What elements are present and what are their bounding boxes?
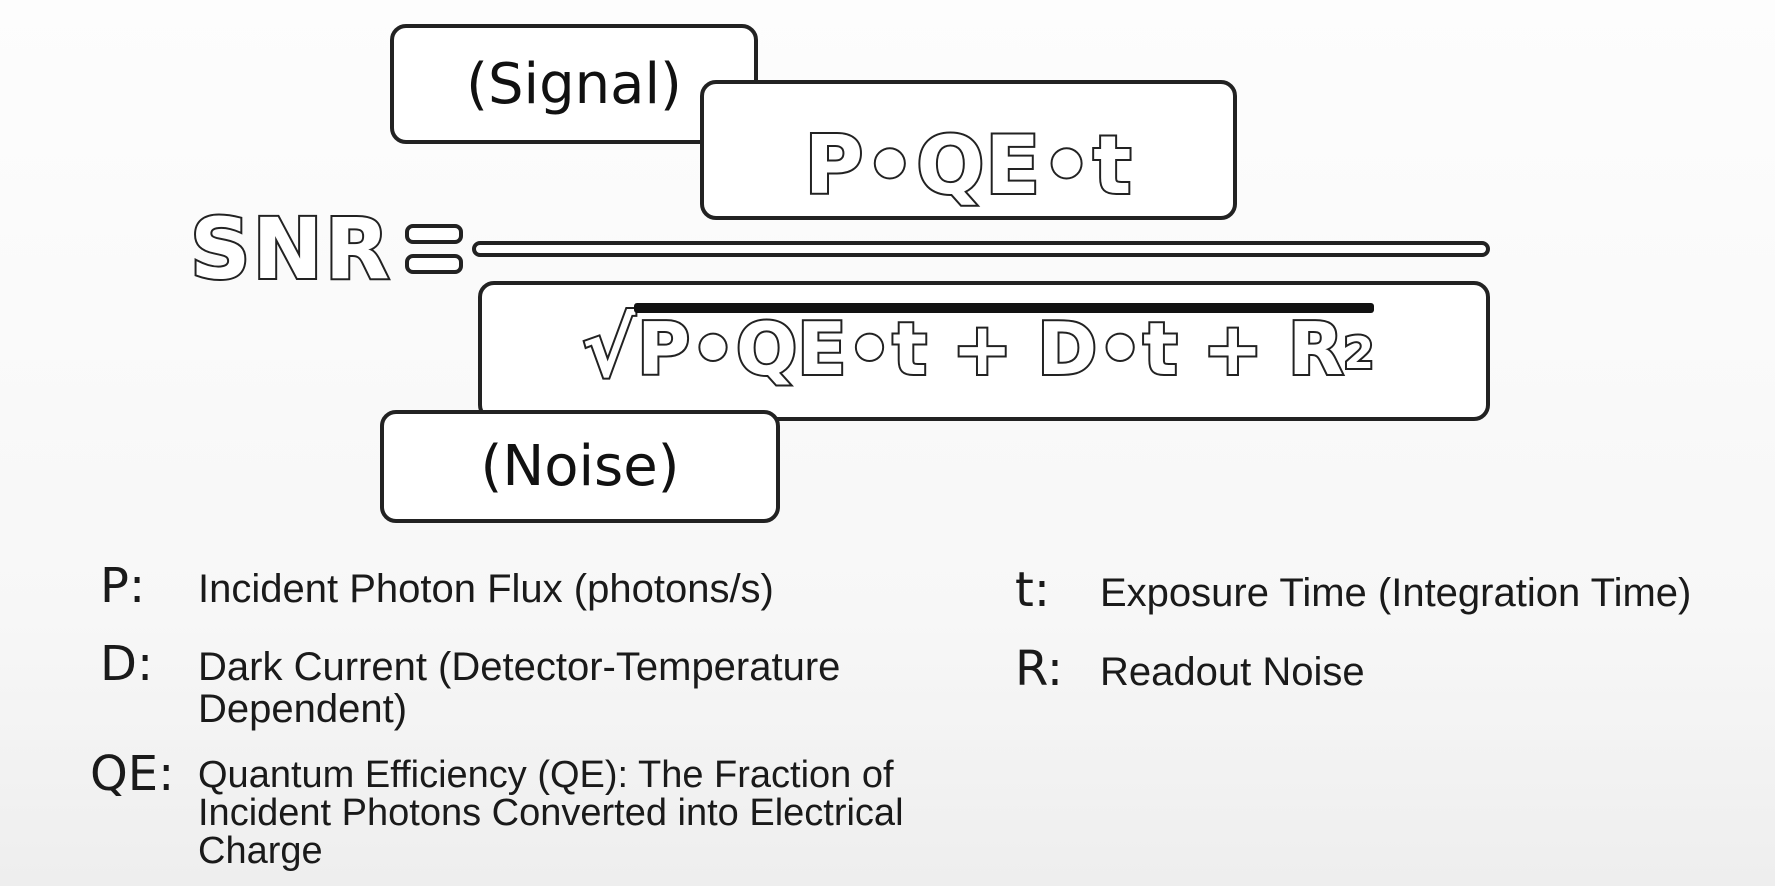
legend-item-d: D: Dark Current (Detector-Temperature De… xyxy=(100,640,920,730)
snr-lhs: SNR xyxy=(188,198,464,300)
numerator-box: P•QE•t xyxy=(700,80,1237,220)
fraction-bar xyxy=(472,241,1490,257)
equals-sign xyxy=(405,224,464,274)
legend-item-qe: QE: Quantum Efficiency (QE): The Fractio… xyxy=(90,750,970,870)
signal-label-box: (Signal) xyxy=(390,24,758,144)
legend-symbol-p: P: xyxy=(100,558,146,614)
denominator-superscript: 2 xyxy=(1341,326,1376,381)
denominator-expression: P•QE•t + D•t + R xyxy=(635,305,1345,393)
legend-desc-r: Readout Noise xyxy=(1100,650,1365,694)
legend-item-r: R: Readout Noise xyxy=(1015,645,1755,693)
radical-vinculum xyxy=(633,303,1375,313)
legend-desc-p: Incident Photon Flux (photons/s) xyxy=(198,567,774,611)
legend-desc-d: Dark Current (Detector-Temperature Depen… xyxy=(198,645,841,731)
legend-desc-qe: Quantum Efficiency (QE): The Fraction of… xyxy=(198,754,904,872)
legend-symbol-qe: QE: xyxy=(90,746,175,802)
legend-item-t: t: Exposure Time (Integration Time) xyxy=(1015,566,1755,614)
signal-label: (Signal) xyxy=(466,51,682,117)
legend-symbol-r: R: xyxy=(1015,641,1064,697)
snr-symbol: SNR xyxy=(188,198,392,300)
legend-desc-t: Exposure Time (Integration Time) xyxy=(1100,571,1692,615)
legend-item-p: P: Incident Photon Flux (photons/s) xyxy=(100,562,920,610)
noise-label-box: (Noise) xyxy=(380,410,780,523)
legend-symbol-d: D: xyxy=(100,636,154,692)
square-root-icon: √ xyxy=(580,302,637,395)
denominator-box: √ P•QE•t + D•t + R 2 xyxy=(478,281,1490,421)
legend-symbol-t: t: xyxy=(1015,562,1050,618)
noise-label: (Noise) xyxy=(480,434,680,499)
numerator-expression: P•QE•t xyxy=(803,117,1134,214)
